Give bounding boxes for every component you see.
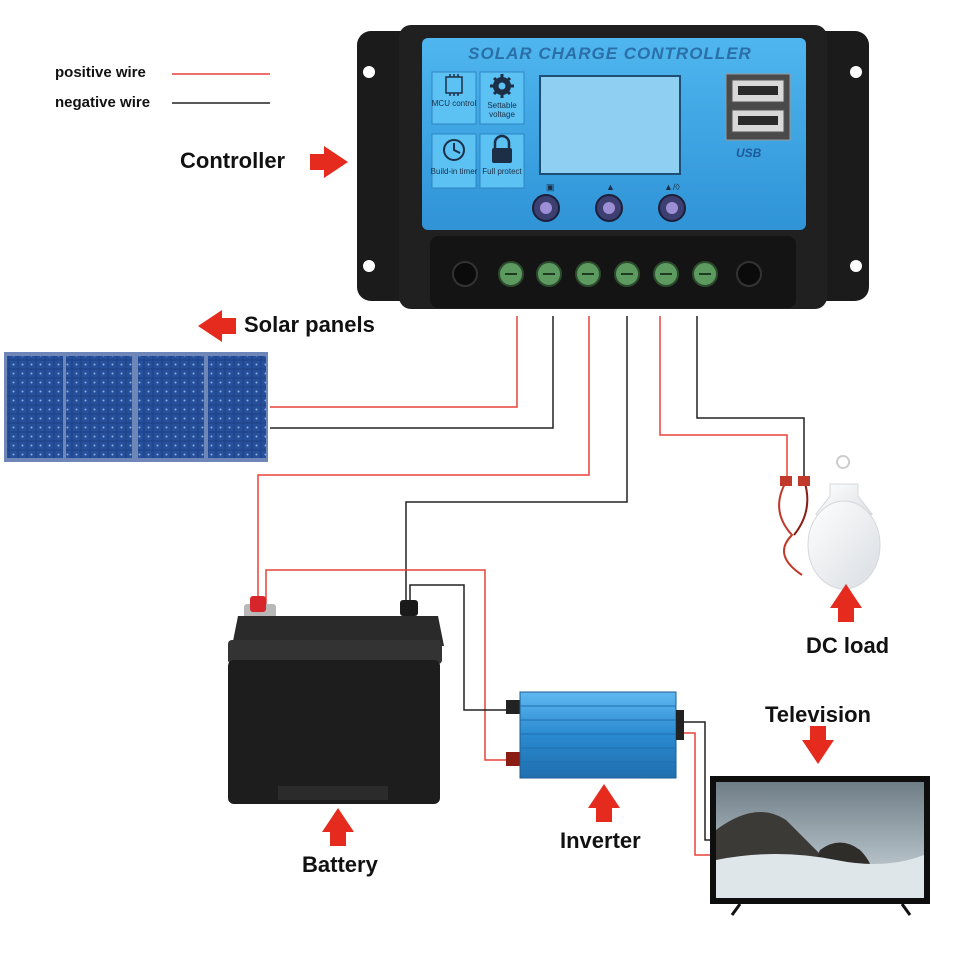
wire-inverter-positive <box>265 569 520 761</box>
controller-buttons: ▣ ▲ ▲/◊ <box>532 182 686 222</box>
battery <box>228 596 444 804</box>
wire-tv-negative <box>680 721 712 841</box>
wire-solar-negative <box>270 316 554 429</box>
dc-load-bulb <box>778 455 881 590</box>
svg-text:▣: ▣ <box>546 182 555 192</box>
svg-text:▲: ▲ <box>606 182 615 192</box>
battery-arrow-icon <box>322 808 354 846</box>
arrows <box>198 146 862 846</box>
wire-load-negative <box>696 316 805 480</box>
feature-protect-label: Full protect <box>482 167 522 176</box>
inverter-label: Inverter <box>560 828 641 853</box>
inverter-arrow-icon <box>588 784 620 822</box>
chip-icon <box>445 74 463 96</box>
gear-icon <box>490 74 514 98</box>
wire-inverter-negative <box>409 584 520 711</box>
feature-mcu-label: MCU control <box>431 99 477 108</box>
usb-label: USB <box>736 146 762 160</box>
lcd-screen <box>539 75 681 175</box>
wire-battery-negative <box>405 316 628 606</box>
clock-icon <box>443 139 465 161</box>
feature-voltage-label: Settable voltage <box>487 101 517 119</box>
television-arrow-icon <box>802 726 834 764</box>
controller-label: Controller <box>180 148 286 173</box>
controller-arrow-icon <box>310 146 348 178</box>
inverter <box>506 691 684 779</box>
solar-panels-label: Solar panels <box>244 312 375 337</box>
feature-timer-label: Build-in timer <box>430 167 478 176</box>
legend-negative-label: negative wire <box>55 94 151 111</box>
wire-tv-positive <box>680 732 712 856</box>
solar-panels-arrow-icon <box>198 310 236 342</box>
terminal-strip <box>430 236 796 308</box>
controller-title: SOLAR CHARGE CONTROLLER <box>468 44 752 63</box>
wire-battery-positive <box>257 316 590 606</box>
dc-load-arrow-icon <box>830 584 862 622</box>
usb-ports <box>725 73 791 141</box>
dc-load-label: DC load <box>806 633 890 658</box>
terminals <box>452 261 762 287</box>
charge-controller: ▣ ▲ ▲/◊ <box>357 25 869 309</box>
wire-load-positive <box>659 316 788 480</box>
wire-solar-positive <box>270 316 518 408</box>
legend-positive-label: positive wire <box>55 64 146 81</box>
television <box>710 776 930 916</box>
wires <box>257 316 805 856</box>
svg-text:▲/◊: ▲/◊ <box>664 182 680 192</box>
lock-icon <box>492 134 512 163</box>
battery-label: Battery <box>302 852 378 877</box>
solar-panels <box>4 352 268 462</box>
television-label: Television <box>765 702 871 727</box>
